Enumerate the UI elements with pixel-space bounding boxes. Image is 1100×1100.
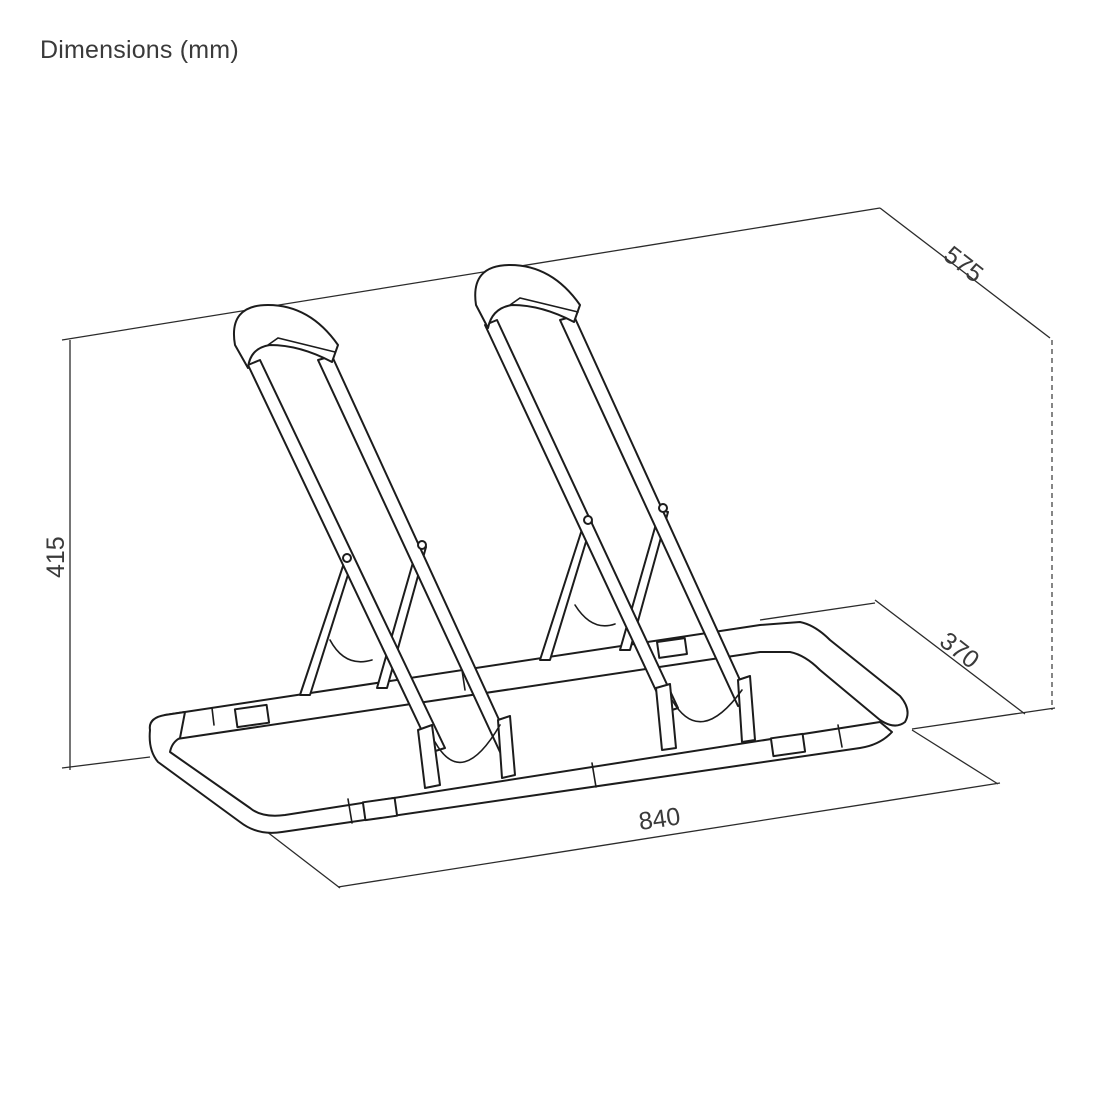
back-rail: [164, 621, 909, 741]
depth-top-line: [759, 602, 876, 621]
width-label: 840: [637, 802, 682, 836]
left-rear-strap: [329, 639, 373, 663]
width-left-extension: [261, 827, 341, 889]
back-right-pad: [656, 637, 688, 659]
right-top-grip: [509, 297, 579, 313]
back-left-pad: [233, 703, 271, 729]
right-pivot-2: [658, 503, 668, 513]
right-cradle-post-1: [655, 683, 677, 751]
height-base-line: [61, 756, 151, 769]
left-top-grip: [267, 337, 336, 353]
left-cradle-strap: [434, 724, 501, 764]
left-cradle-post-2: [497, 715, 516, 779]
length-dimension-line: [61, 207, 881, 341]
diagram-title: Dimensions (mm): [40, 36, 239, 64]
right-pivot-1: [583, 515, 593, 525]
length-label: 575: [938, 241, 988, 289]
left-cradle-post-1: [417, 724, 441, 789]
depth-dimension-line: [874, 599, 1026, 715]
left-pivot-1: [342, 553, 352, 563]
back-joint-3: [211, 707, 215, 726]
length-dimension-edge: [879, 207, 1051, 339]
right-top-cap: [474, 264, 581, 329]
width-right-extension: [911, 729, 999, 785]
left-top-cap: [233, 304, 339, 369]
left-stand: [233, 304, 516, 789]
width-dimension-line: [337, 782, 1001, 888]
front-left-pad: [361, 796, 399, 822]
front-rail: [148, 711, 893, 834]
front-joint-3: [837, 724, 843, 748]
left-rear-leg-1: [299, 559, 353, 696]
front-right-pad: [769, 732, 807, 758]
height-label: 415: [42, 536, 70, 578]
base-frame: [148, 621, 909, 834]
right-rear-leg-1: [539, 519, 593, 661]
right-rear-strap: [574, 604, 616, 627]
left-pivot-2: [417, 540, 427, 550]
depth-label: 370: [934, 627, 984, 675]
right-cradle-post-2: [737, 675, 756, 743]
depth-base-line: [911, 707, 1056, 730]
right-cradle-strap: [671, 689, 743, 723]
front-joint-2: [591, 762, 597, 788]
front-joint-1: [347, 798, 353, 824]
dimension-lines: [61, 207, 1056, 889]
right-stand: [474, 264, 756, 751]
